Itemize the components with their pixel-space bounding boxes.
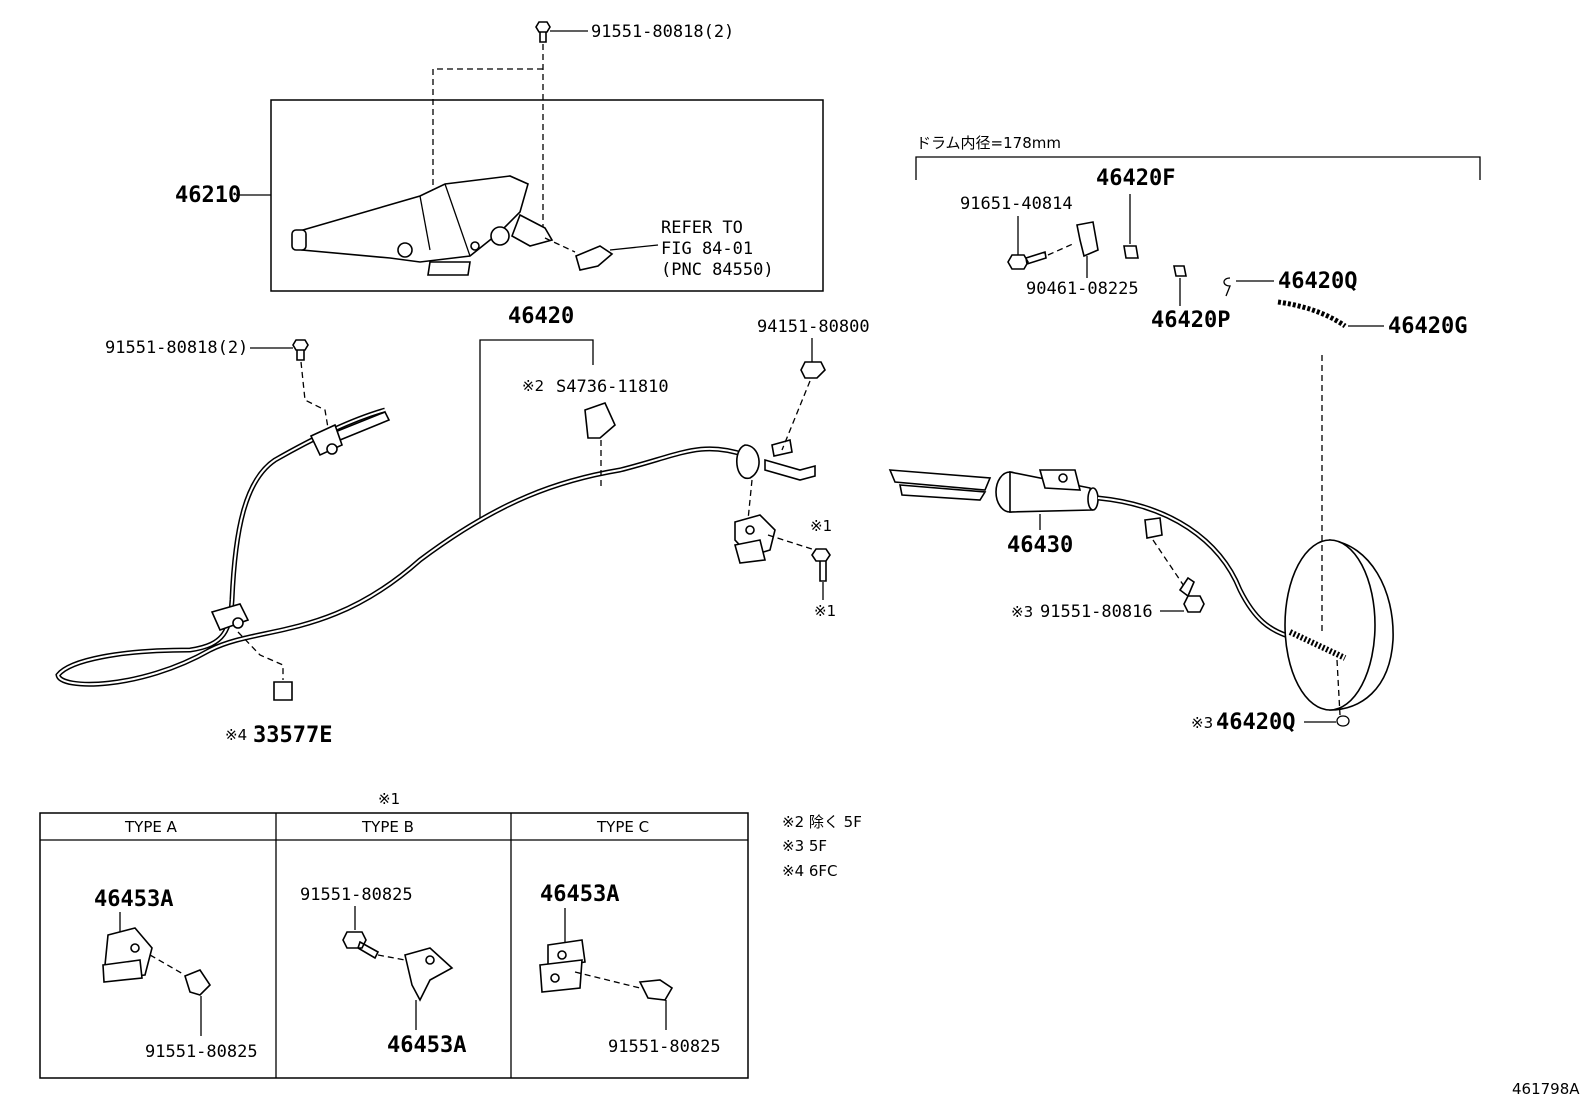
label-bolt-top[interactable]: 91551-80818(2) — [591, 22, 734, 42]
parking-brake-lever-icon[interactable] — [291, 175, 554, 276]
type-b-bolt-icon[interactable] — [342, 931, 380, 960]
label-part-p[interactable]: 46420P — [1151, 308, 1230, 333]
bolt-drum-icon[interactable] — [1007, 250, 1047, 270]
type-a-bolt-label[interactable]: 91551-80825 — [145, 1042, 258, 1062]
part-p-icon[interactable] — [1173, 265, 1187, 277]
type-c-bolt-icon[interactable] — [638, 979, 674, 1001]
cushion-mark: ※2 — [522, 377, 544, 395]
type-c-bracket-icon[interactable] — [539, 939, 586, 993]
label-part-f[interactable]: 46420F — [1096, 166, 1175, 191]
note-1: ※2 除く 5F — [782, 813, 862, 831]
refer-line3: (PNC 84550) — [661, 260, 774, 280]
type-b-bolt-label[interactable]: 91551-80825 — [300, 885, 413, 905]
table-title: ※1 — [378, 790, 400, 808]
label-part-q-top[interactable]: 46420Q — [1278, 269, 1357, 294]
nut-icon[interactable] — [800, 361, 826, 379]
spring-g-icon[interactable] — [1277, 299, 1347, 329]
clamp-icon[interactable] — [273, 681, 293, 701]
part-q-bottom-mark: ※3 — [1191, 714, 1213, 732]
label-clip[interactable]: 90461-08225 — [1026, 279, 1139, 299]
label-bolt-drum[interactable]: 91651-40814 — [960, 194, 1073, 214]
type-c-bracket-label[interactable]: 46453A — [540, 882, 619, 907]
label-lever[interactable]: 46210 — [175, 183, 241, 208]
bolt-top-icon[interactable] — [535, 21, 551, 43]
clamp-mark: ※4 — [225, 726, 247, 744]
type-a-header: TYPE A — [124, 818, 178, 836]
type-b-bracket-icon[interactable] — [404, 947, 454, 1002]
type-table — [39, 812, 749, 1079]
part-q-bottom-icon[interactable] — [1336, 715, 1350, 727]
bracket-bolt-icon[interactable] — [811, 548, 831, 582]
bolt-left-icon[interactable] — [292, 339, 309, 361]
label-clamp[interactable]: 33577E — [253, 723, 332, 748]
type-a-bracket-icon[interactable] — [102, 927, 153, 983]
part-f-icon[interactable] — [1123, 245, 1139, 259]
label-spring-g[interactable]: 46420G — [1388, 314, 1467, 339]
label-bolt-left[interactable]: 91551-80818(2) — [105, 338, 248, 358]
refer-line2[interactable]: FIG 84-01 — [661, 239, 753, 259]
cushion-icon[interactable] — [584, 402, 616, 439]
switch-icon[interactable] — [544, 237, 659, 271]
type-a-bolt-icon[interactable] — [184, 969, 212, 996]
bolt-top-group: 91551-80818(2) — [432, 21, 734, 232]
type-c-header: TYPE C — [596, 818, 649, 836]
diagram-id: 461798A — [1512, 1080, 1580, 1098]
front-cable-icon[interactable] — [55, 407, 816, 687]
note-3: ※4 6FC — [782, 862, 838, 880]
label-nut[interactable]: 94151-80800 — [757, 317, 870, 337]
bolt-rear-mark: ※3 — [1011, 603, 1033, 621]
equalizer-icon[interactable] — [888, 469, 1099, 513]
brake-drum-icon[interactable] — [1284, 539, 1394, 711]
refer-line1: REFER TO — [661, 218, 743, 238]
bracket-icon[interactable] — [733, 514, 776, 564]
drum-note: ドラム内径=178mm — [916, 134, 1061, 152]
label-cushion[interactable]: S4736-11810 — [556, 377, 669, 397]
type-b-header: TYPE B — [361, 818, 414, 836]
label-part-q-bottom[interactable]: 46420Q — [1216, 710, 1295, 735]
bolt-rear-icon[interactable] — [1178, 576, 1205, 613]
clip-icon[interactable] — [1076, 221, 1099, 258]
label-equalizer[interactable]: 46430 — [1007, 533, 1073, 558]
type-c-bolt-label[interactable]: 91551-80825 — [608, 1037, 721, 1057]
label-cable-front[interactable]: 46420 — [508, 304, 574, 329]
note-2: ※3 5F — [782, 837, 827, 855]
label-bolt-rear[interactable]: 91551-80816 — [1040, 602, 1153, 622]
bracket-mark-b: ※1 — [814, 602, 836, 620]
bracket-mark-a: ※1 — [810, 517, 832, 535]
type-b-bracket-label[interactable]: 46453A — [387, 1033, 466, 1058]
part-q-top-icon[interactable] — [1223, 277, 1231, 297]
type-a-bracket-label[interactable]: 46453A — [94, 887, 173, 912]
